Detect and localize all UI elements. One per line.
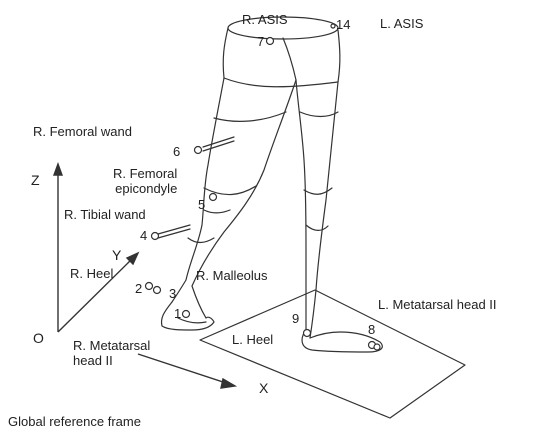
tibial-wand <box>158 225 190 234</box>
marker-label-1: 1 <box>174 307 181 321</box>
marker-7 <box>267 38 274 45</box>
x-axis <box>138 354 229 384</box>
z-arrowhead <box>54 164 62 175</box>
label-r-heel: R. Heel <box>70 266 113 281</box>
marker-label-3: 3 <box>169 287 176 301</box>
axis-label-origin: O <box>33 331 44 346</box>
marker-label-7: 7 <box>257 35 264 49</box>
pelvis-outline <box>223 17 340 87</box>
caption: Global reference frame <box>8 414 141 429</box>
axis-label-x: X <box>259 381 268 396</box>
marker-1 <box>183 311 190 318</box>
axis-label-z: Z <box>31 173 40 188</box>
marker-5 <box>210 194 217 201</box>
label-r-femoral-wand: R. Femoral wand <box>33 124 132 139</box>
marker-label-9: 9 <box>292 312 299 326</box>
marker-label-2: 2 <box>135 282 142 296</box>
left-leg-outline <box>296 80 382 352</box>
label-l-asis: L. ASIS <box>380 16 423 31</box>
label-l-heel: L. Heel <box>232 332 273 347</box>
label-r-metatarsal-head: R. Metatarsal head II <box>73 338 150 368</box>
marker-4 <box>152 233 159 240</box>
label-r-tibial-wand: R. Tibial wand <box>64 207 146 222</box>
label-r-malleolus: R. Malleolus <box>196 268 268 283</box>
marker-2 <box>146 283 153 290</box>
label-r-femoral-epicondyle: R. Femoral epicondyle <box>113 166 177 196</box>
marker-label-14: 14 <box>336 18 350 32</box>
marker-label-8: 8 <box>368 323 375 337</box>
x-arrowhead <box>221 379 235 388</box>
marker-8b <box>374 344 380 350</box>
label-r-asis: R. ASIS <box>242 12 288 27</box>
marker-label-5: 5 <box>198 198 205 212</box>
marker-label-6: 6 <box>173 145 180 159</box>
marker-6 <box>195 147 202 154</box>
label-l-metatarsal-head: L. Metatarsal head II <box>378 297 497 312</box>
marker-label-4: 4 <box>140 229 147 243</box>
marker-9 <box>304 330 311 337</box>
right-leg-outline <box>161 78 296 330</box>
tibial-wand-2 <box>158 229 190 238</box>
marker-14 <box>331 24 335 28</box>
marker-3 <box>154 287 161 294</box>
axis-label-y: Y <box>112 248 121 263</box>
